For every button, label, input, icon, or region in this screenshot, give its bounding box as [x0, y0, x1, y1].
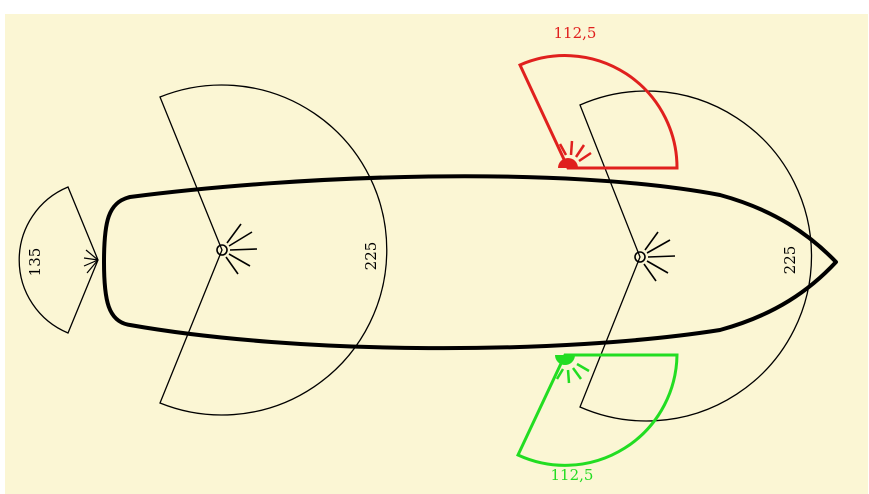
stern-light-icon	[83, 249, 99, 274]
starboard-sidelight-angle-label: 112,5	[551, 466, 594, 484]
port-sidelight-icon	[558, 140, 592, 168]
stern-light-sector	[18, 186, 99, 334]
forward-masthead-sector	[579, 90, 813, 422]
starboard-sidelight-icon	[555, 355, 590, 384]
aft-masthead-sector	[159, 84, 388, 416]
port-sidelight-angle-label: 112,5	[554, 24, 597, 42]
port-sidelight-sector	[517, 54, 679, 170]
aft-masthead-light-icon	[216, 223, 258, 275]
aft-masthead-angle-label: 225	[362, 242, 380, 271]
vessel-hull	[102, 174, 838, 351]
forward-masthead-angle-label: 225	[781, 246, 799, 275]
stern-light-angle-label: 135	[26, 248, 44, 277]
starboard-sidelight-sector	[515, 353, 679, 467]
top-margin	[0, 0, 869, 14]
diagram-background	[5, 14, 868, 494]
forward-masthead-light-icon	[634, 231, 676, 282]
